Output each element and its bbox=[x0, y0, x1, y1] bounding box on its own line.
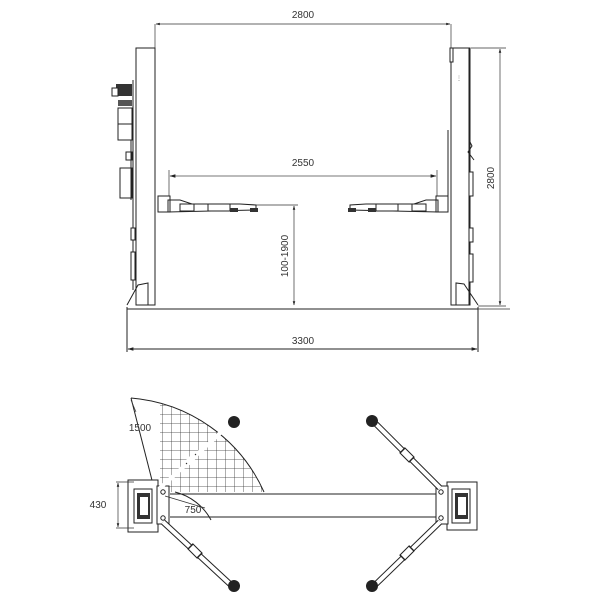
top-view: 1500 750 430 bbox=[90, 397, 478, 592]
right-column: ⋮ bbox=[447, 47, 479, 306]
right-post-plan bbox=[435, 481, 478, 531]
dots-marker: ⋮ bbox=[456, 76, 462, 82]
lift-pad-icon bbox=[366, 415, 378, 427]
dim-label-3300: 3300 bbox=[292, 336, 315, 347]
front-view: 2800 bbox=[111, 10, 510, 352]
dim-label-100-1900: 100-1900 bbox=[280, 234, 291, 277]
right-upper-arm bbox=[366, 415, 443, 491]
dimension-base-width: 3300 bbox=[127, 336, 478, 351]
dimension-arm-min-reach: 750 bbox=[164, 495, 206, 516]
left-upper-arm bbox=[158, 416, 240, 490]
left-column bbox=[111, 47, 156, 306]
right-lower-arm bbox=[366, 519, 443, 592]
floor-cover-plate bbox=[170, 493, 438, 518]
dimension-overall-height: 2800 bbox=[471, 47, 506, 307]
dimension-arm-max-reach: 1500 bbox=[129, 399, 152, 434]
lift-pad-icon bbox=[366, 580, 378, 592]
dimension-column-width: 2800 bbox=[154, 10, 452, 62]
left-lift-arm bbox=[157, 195, 258, 213]
power-unit bbox=[111, 84, 133, 200]
dim-label-2800-right: 2800 bbox=[486, 166, 497, 189]
dimension-lift-height: 100-1900 bbox=[256, 204, 298, 306]
dim-label-2800-top: 2800 bbox=[292, 10, 315, 21]
lift-pad-icon bbox=[228, 580, 240, 592]
left-lower-arm bbox=[160, 519, 240, 592]
dimension-arm-span: 2550 bbox=[168, 158, 438, 196]
left-post-plan bbox=[127, 479, 170, 533]
dim-label-750: 750 bbox=[185, 505, 202, 516]
dim-label-2550: 2550 bbox=[292, 158, 315, 169]
dimension-column-depth: 430 bbox=[90, 481, 134, 529]
floor-baseplate bbox=[126, 307, 510, 352]
dim-label-430: 430 bbox=[90, 500, 107, 511]
dim-label-1500: 1500 bbox=[129, 423, 152, 434]
right-lift-arm bbox=[348, 195, 449, 213]
lift-pad-icon bbox=[228, 416, 240, 428]
